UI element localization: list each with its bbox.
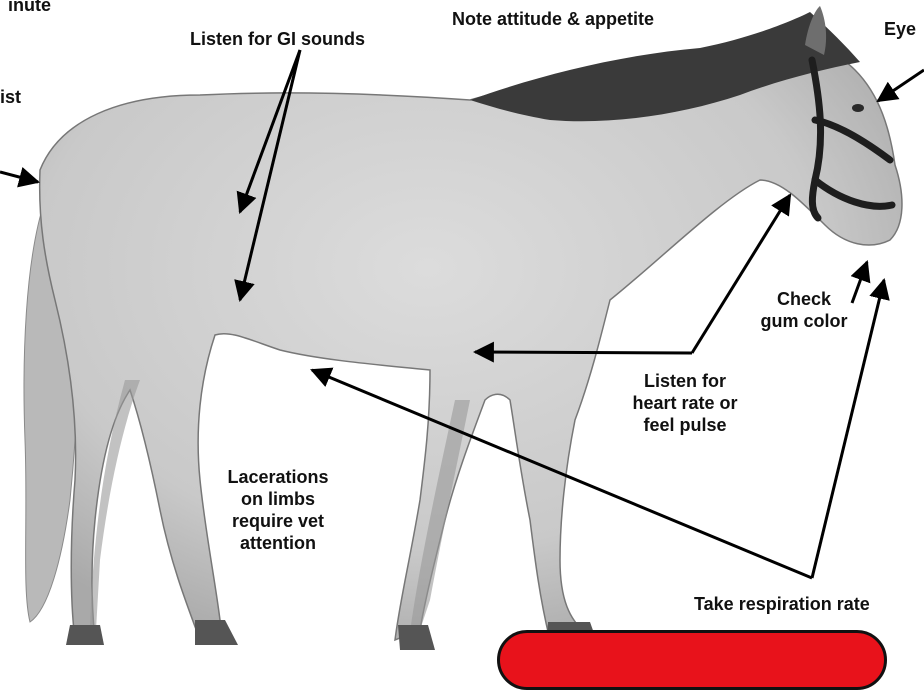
arrow-heart <box>475 352 692 353</box>
label-lacerations-line: require vet <box>208 510 348 532</box>
label-heart-line: heart rate or <box>610 392 760 414</box>
label-lacerations-line: on limbs <box>208 488 348 510</box>
label-lacerations: Lacerations on limbs require vet attenti… <box>208 466 348 554</box>
arrow-eye <box>878 70 924 101</box>
label-heart-line: feel pulse <box>610 414 760 436</box>
label-gi-sounds: Listen for GI sounds <box>190 28 365 50</box>
label-gum-line: Check <box>744 288 864 310</box>
label-top-left-cut: inute <box>8 0 51 16</box>
arrow-left-edge <box>0 172 38 182</box>
label-heart: Listen for heart rate or feel pulse <box>610 370 760 436</box>
label-eye-cut: Eye <box>884 18 916 40</box>
horse-eye <box>852 104 864 112</box>
label-attitude: Note attitude & appetite <box>452 8 654 30</box>
label-lacerations-line: attention <box>208 532 348 554</box>
horse-diagram <box>0 0 924 665</box>
label-heart-line: Listen for <box>610 370 760 392</box>
label-lacerations-line: Lacerations <box>208 466 348 488</box>
alert-banner <box>497 630 887 690</box>
label-respiration: Take respiration rate <box>694 593 870 615</box>
label-gum-line: gum color <box>744 310 864 332</box>
label-gum: Check gum color <box>744 288 864 332</box>
label-left-cut: ist <box>0 86 21 108</box>
